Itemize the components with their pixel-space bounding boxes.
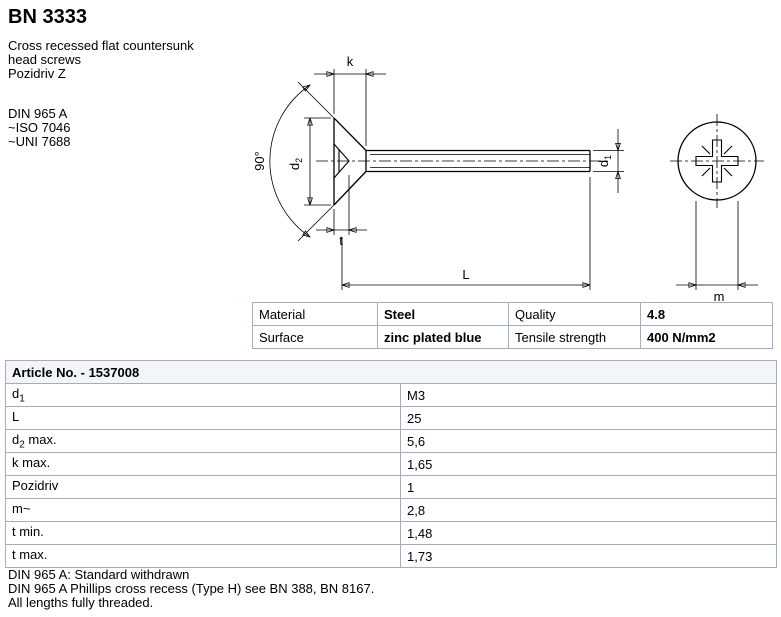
param-cell: t min. bbox=[5, 521, 401, 545]
dim-label-m: m bbox=[714, 289, 725, 304]
standard-item: DIN 965 A bbox=[8, 106, 68, 121]
value-cell: 1 bbox=[400, 475, 777, 499]
dimension-lines bbox=[269, 69, 758, 290]
screw-side-view bbox=[333, 117, 591, 206]
quality-label: Quality bbox=[508, 302, 641, 326]
value-cell: 1,65 bbox=[400, 452, 777, 476]
dim-label-d1: d1 bbox=[596, 155, 613, 167]
table-row: t min. 1,48 bbox=[5, 521, 777, 545]
table-row: Surface zinc plated blue Tensile strengt… bbox=[252, 325, 773, 349]
article-number-header: Article No. - 1537008 bbox=[5, 360, 777, 384]
article-table: Article No. - 1537008 d1 M3 L 25 d2 max.… bbox=[5, 360, 777, 568]
description-line: Cross recessed flat countersunk head scr… bbox=[8, 38, 194, 67]
article-header-row: Article No. - 1537008 bbox=[5, 360, 777, 384]
standards-list: DIN 965 A ~ISO 7046 ~UNI 7688 bbox=[8, 107, 71, 149]
dim-label-k: k bbox=[347, 55, 354, 69]
description-line: Pozidriv Z bbox=[8, 66, 66, 81]
table-row: Material Steel Quality 4.8 bbox=[252, 302, 773, 326]
param-cell: d2 max. bbox=[5, 429, 401, 453]
table-row: m~ 2,8 bbox=[5, 498, 777, 522]
value-cell: 1,48 bbox=[400, 521, 777, 545]
product-description: Cross recessed flat countersunk head scr… bbox=[8, 39, 218, 81]
standard-item: ~UNI 7688 bbox=[8, 134, 71, 149]
dim-label-angle: 90° bbox=[252, 151, 267, 171]
pozidriv-tick-marks bbox=[701, 145, 733, 177]
tensile-strength-label: Tensile strength bbox=[508, 325, 641, 349]
material-label: Material bbox=[252, 302, 378, 326]
param-cell: Pozidriv bbox=[5, 475, 401, 499]
dim-label-d2: d2 bbox=[287, 158, 304, 170]
value-cell: 25 bbox=[400, 406, 777, 430]
tensile-strength-value: 400 N/mm2 bbox=[640, 325, 773, 349]
surface-value: zinc plated blue bbox=[377, 325, 509, 349]
material-value: Steel bbox=[377, 302, 509, 326]
centerline-endview bbox=[670, 114, 764, 208]
value-cell: 5,6 bbox=[400, 429, 777, 453]
param-cell: m~ bbox=[5, 498, 401, 522]
footnote-line: All lengths fully threaded. bbox=[8, 595, 154, 610]
dim-label-t: t bbox=[339, 233, 343, 248]
table-row: k max. 1,65 bbox=[5, 452, 777, 476]
footnotes: DIN 965 A: Standard withdrawn DIN 965 A … bbox=[8, 568, 374, 610]
table-row: L 25 bbox=[5, 406, 777, 430]
param-cell: d1 bbox=[5, 383, 401, 407]
value-cell: M3 bbox=[400, 383, 777, 407]
table-row: d2 max. 5,6 bbox=[5, 429, 777, 453]
material-table: Material Steel Quality 4.8 Surface zinc … bbox=[252, 302, 773, 349]
value-cell: 2,8 bbox=[400, 498, 777, 522]
table-row: t max. 1,73 bbox=[5, 544, 777, 568]
table-row: d1 M3 bbox=[5, 383, 777, 407]
value-cell: 1,73 bbox=[400, 544, 777, 568]
pozidriv-recess bbox=[695, 139, 739, 183]
quality-value: 4.8 bbox=[640, 302, 773, 326]
footnote-line: DIN 965 A: Standard withdrawn bbox=[8, 567, 190, 582]
param-cell: L bbox=[5, 406, 401, 430]
footnote-line: DIN 965 A Phillips cross recess (Type H)… bbox=[8, 581, 375, 596]
recess-section bbox=[333, 143, 350, 179]
technical-drawing: k 90° d2 t L d1 m bbox=[252, 55, 764, 304]
table-row: Pozidriv 1 bbox=[5, 475, 777, 499]
dim-label-L: L bbox=[462, 267, 469, 282]
standard-item: ~ISO 7046 bbox=[8, 120, 71, 135]
thread-lines bbox=[370, 154, 590, 168]
param-cell: t max. bbox=[5, 544, 401, 568]
page-title: BN 3333 bbox=[8, 6, 87, 28]
surface-label: Surface bbox=[252, 325, 378, 349]
param-cell: k max. bbox=[5, 452, 401, 476]
